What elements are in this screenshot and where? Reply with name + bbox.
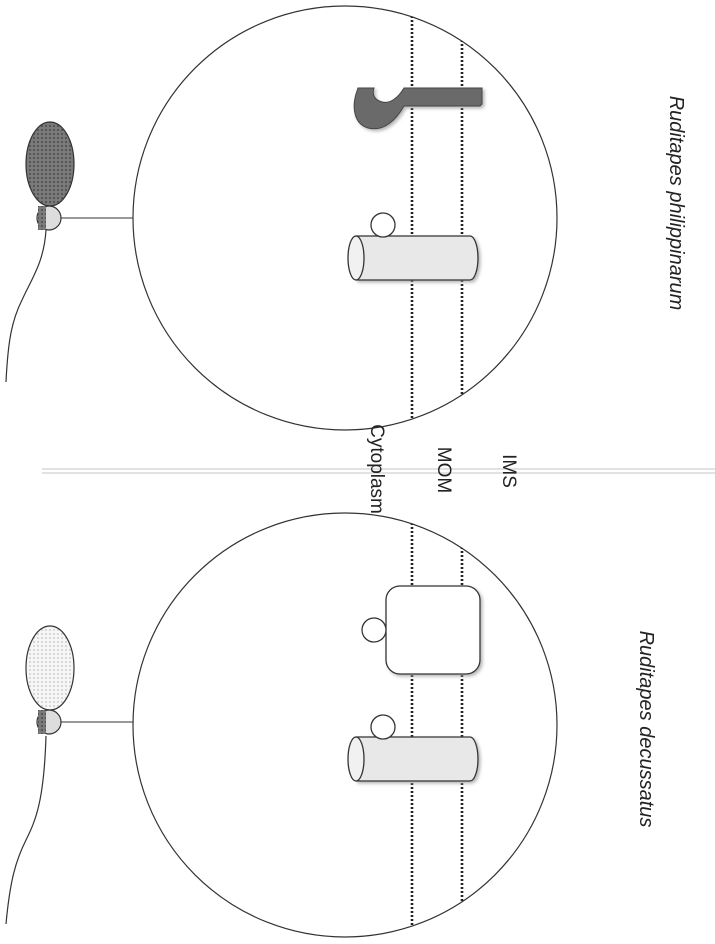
mitochondrion-zoom-philippinarum	[132, 5, 558, 431]
ligand-circle-square	[361, 617, 387, 643]
sperm-head-philippinarum	[25, 121, 75, 207]
species-label-bottom: Ruditapes decussatus	[635, 630, 657, 828]
square-protein-bottom	[361, 585, 481, 675]
ligand-circle-bottom	[370, 714, 396, 740]
channel-protein-bottom	[347, 714, 479, 782]
sperm-philippinarum	[5, 121, 134, 383]
zoom-circle-top	[132, 5, 558, 431]
zoom-circle-bottom	[132, 512, 558, 938]
mitochondrion-zoom-decussatus	[132, 512, 558, 938]
sperm-head-decussatus	[25, 625, 75, 711]
label-cytoplasm: Cytoplasm	[366, 424, 387, 514]
hook-protein	[353, 87, 483, 130]
ligand-circle-top	[370, 212, 396, 238]
label-mom: MOM	[433, 446, 454, 494]
species-label-top: Ruditapes philippinarum	[665, 95, 687, 311]
label-ims: IMS	[498, 454, 519, 488]
channel-protein-top	[347, 212, 479, 281]
center-separator	[42, 468, 715, 474]
sperm-decussatus	[5, 625, 134, 925]
